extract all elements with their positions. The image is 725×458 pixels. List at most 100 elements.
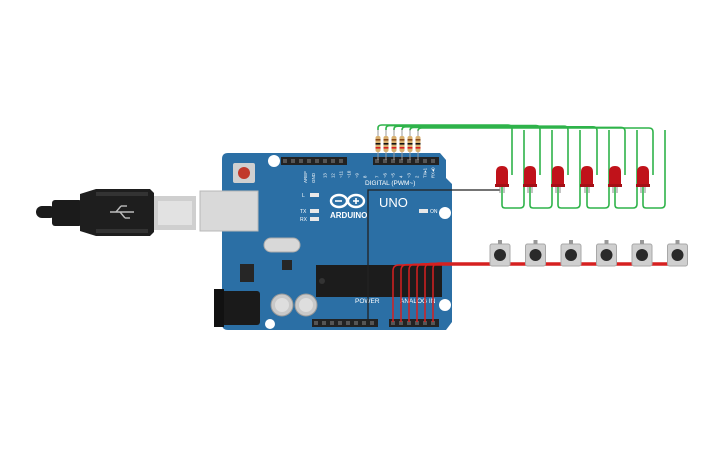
on-led-indicator	[419, 209, 428, 213]
wire[interactable]	[392, 264, 686, 322]
header-pin[interactable]	[407, 159, 411, 163]
ground-wire[interactable]	[367, 189, 500, 322]
pin-label: ~11	[339, 170, 344, 178]
header-pin[interactable]	[346, 321, 350, 325]
header-pin[interactable]	[315, 159, 319, 163]
power-jack[interactable]	[214, 289, 260, 327]
pin-label: 4	[399, 175, 404, 178]
resistor[interactable]	[415, 130, 421, 160]
tx-label: TX	[300, 209, 307, 215]
wire[interactable]	[614, 130, 638, 209]
resistor[interactable]	[375, 130, 381, 160]
led[interactable]	[580, 166, 594, 193]
usb-symbol-icon	[110, 205, 134, 219]
wire[interactable]	[417, 127, 654, 175]
usb-cable[interactable]	[36, 189, 196, 236]
wire[interactable]	[529, 130, 553, 209]
pushbutton-array[interactable]	[489, 240, 688, 267]
header-pin[interactable]	[307, 159, 311, 163]
capacitor-1	[270, 293, 294, 317]
led-wires[interactable]	[377, 124, 666, 209]
pin-label: ~6	[383, 172, 388, 178]
crystal-oscillator	[263, 237, 301, 253]
pin-label: Vin	[370, 331, 375, 338]
pushbutton[interactable]	[489, 240, 511, 267]
led[interactable]	[523, 166, 537, 193]
pushbutton[interactable]	[525, 240, 546, 267]
reset-button[interactable]	[233, 163, 255, 183]
header-pin[interactable]	[323, 159, 327, 163]
header-pin[interactable]	[415, 321, 419, 325]
led[interactable]	[551, 166, 565, 193]
header-pin[interactable]	[362, 321, 366, 325]
header-pin[interactable]	[370, 321, 374, 325]
pin-label: ~3	[407, 172, 412, 178]
header-pin[interactable]	[314, 321, 318, 325]
header-pin[interactable]	[415, 159, 419, 163]
pin-label: ~10	[347, 170, 352, 178]
pin-label: 3.3V	[338, 332, 343, 341]
header-pin[interactable]	[423, 321, 427, 325]
resistor[interactable]	[391, 130, 397, 160]
wire[interactable]	[501, 130, 525, 209]
header-pin[interactable]	[375, 159, 379, 163]
header-pin[interactable]	[423, 159, 427, 163]
header-pin[interactable]	[383, 159, 387, 163]
resistor[interactable]	[407, 130, 413, 160]
wire[interactable]	[432, 262, 686, 322]
wire[interactable]	[642, 130, 666, 209]
header-pin[interactable]	[283, 159, 287, 163]
header-pin[interactable]	[330, 321, 334, 325]
pushbutton[interactable]	[631, 240, 653, 267]
header-pin[interactable]	[431, 321, 435, 325]
header-pin[interactable]	[391, 159, 395, 163]
gnd-pin-label: GND	[311, 172, 316, 183]
header-pin[interactable]	[354, 321, 358, 325]
pushbutton[interactable]	[560, 240, 582, 267]
header-pin[interactable]	[431, 159, 435, 163]
pin-label: GND	[362, 332, 367, 342]
header-pin[interactable]	[322, 321, 326, 325]
led[interactable]	[608, 166, 622, 193]
resistor[interactable]	[383, 130, 389, 160]
header-pin[interactable]	[399, 321, 403, 325]
button-wires[interactable]	[392, 262, 686, 322]
led[interactable]	[495, 166, 509, 193]
header-pin[interactable]	[299, 159, 303, 163]
wire[interactable]	[557, 130, 581, 209]
wire[interactable]	[586, 130, 610, 209]
header-pin[interactable]	[338, 321, 342, 325]
header-pin[interactable]	[331, 159, 335, 163]
led[interactable]	[636, 166, 650, 193]
digital-pin-header[interactable]	[281, 157, 439, 165]
header-pin[interactable]	[391, 321, 395, 325]
wire[interactable]	[416, 263, 686, 322]
wire[interactable]	[408, 263, 686, 322]
power-pin-header[interactable]	[312, 319, 378, 327]
resistor-array[interactable]	[375, 130, 421, 160]
wire[interactable]	[400, 263, 686, 322]
analog-pin-header[interactable]	[389, 319, 439, 327]
header-pin[interactable]	[339, 159, 343, 163]
header-pin[interactable]	[399, 159, 403, 163]
header-pin[interactable]	[291, 159, 295, 163]
on-label: ON	[430, 209, 438, 215]
analog-header-label: ANALOG IN	[400, 298, 436, 305]
arduino-uno-board[interactable]: L TX RX ON ARDUINO UNO DIGITAL (PWM~) PO…	[199, 153, 452, 346]
pushbutton[interactable]	[596, 240, 617, 267]
pin-label: A0	[391, 331, 396, 337]
aref-pin-label: AREF	[303, 171, 308, 183]
wire[interactable]	[424, 262, 686, 322]
pin-label: 13	[323, 173, 328, 178]
arduino-logo-icon	[329, 193, 366, 209]
resistor[interactable]	[399, 130, 405, 160]
pushbutton[interactable]	[667, 240, 688, 267]
l-label: L	[302, 193, 305, 199]
usb-port	[199, 190, 259, 232]
led-array[interactable]	[495, 166, 650, 193]
header-pin[interactable]	[407, 321, 411, 325]
rx-led-indicator	[310, 217, 319, 221]
